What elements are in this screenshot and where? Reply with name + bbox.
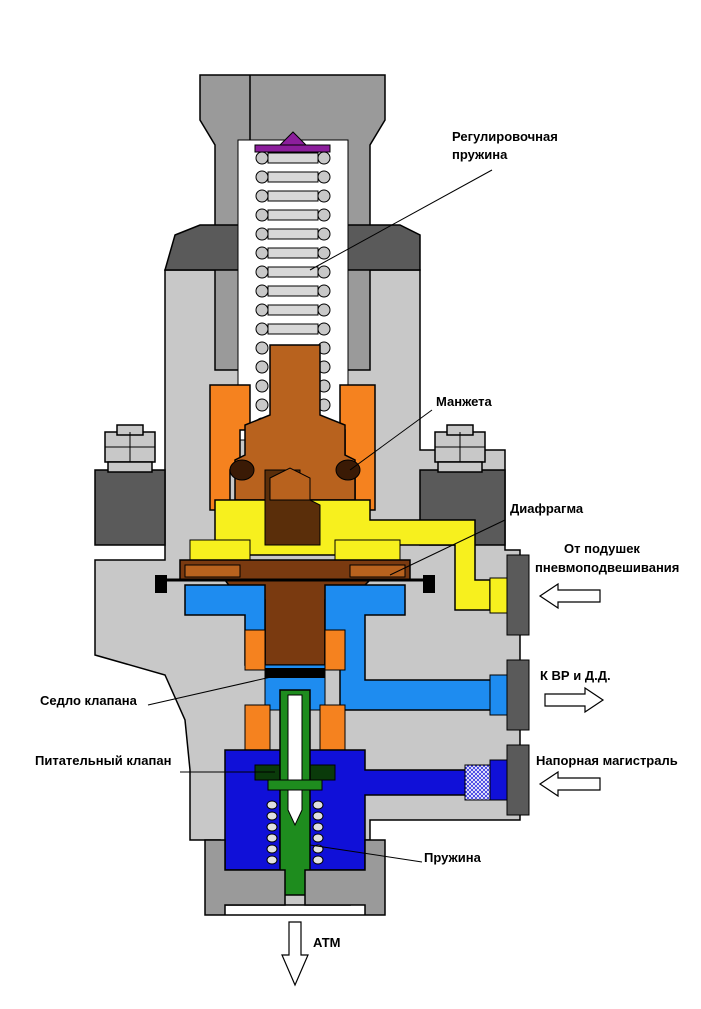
label-pressure-line: Напорная магистраль [536, 753, 678, 768]
lower-coil [312, 822, 324, 832]
yellow-right [334, 539, 401, 561]
coil-bar [267, 171, 319, 183]
lower-spring [266, 800, 324, 865]
coil-bar [267, 304, 319, 316]
spring-seat-top [254, 131, 331, 153]
coil-bar [267, 247, 319, 259]
lower-coil [266, 844, 278, 854]
port-pressure-line [464, 744, 530, 816]
coil-bar [267, 190, 319, 202]
label-supply-valve: Питательный клапан [35, 753, 171, 768]
coil-left [255, 303, 269, 317]
stem-collar [267, 779, 323, 791]
arrow-to-vr [544, 686, 605, 714]
left-bolt [104, 424, 156, 473]
coil-right [317, 208, 331, 222]
diaphragm-left-ring [184, 564, 241, 578]
right-bolt [434, 424, 486, 473]
orange-side-right [324, 629, 346, 671]
coil-right [317, 303, 331, 317]
label-diaphragm: Диафрагма [510, 501, 584, 516]
coil-right [317, 265, 331, 279]
label-from-cushions-1: От подушек [564, 541, 640, 556]
label-adjusting-spring-2: пружина [452, 147, 508, 162]
label-cuff: Манжета [436, 394, 493, 409]
lower-coil [266, 855, 278, 865]
left-mount-block [94, 469, 166, 546]
coil-bar [267, 285, 319, 297]
label-atm: АТМ [313, 935, 341, 950]
coil-right [317, 189, 331, 203]
coil-left [255, 284, 269, 298]
port-from-cushions [489, 554, 530, 636]
lower-coil [266, 800, 278, 810]
label-adjusting-spring-1: Регулировочная [452, 129, 558, 144]
stem-channel [287, 694, 303, 827]
coil-left [255, 227, 269, 241]
arrow-atm [281, 921, 309, 987]
coil-right [317, 151, 331, 165]
label-spring: Пружина [424, 850, 482, 865]
lower-coil [312, 833, 324, 843]
supply-valve-right [309, 764, 336, 781]
arrow-pressure-line [538, 770, 601, 798]
coil-bar [267, 228, 319, 240]
orange-guide-left [244, 704, 271, 756]
lower-coil [266, 822, 278, 832]
coil-left [255, 151, 269, 165]
coil-left [255, 189, 269, 203]
coil-left [255, 246, 269, 260]
lower-coil [312, 811, 324, 821]
coil-bar [267, 266, 319, 278]
piston-cap [269, 467, 311, 501]
coil-bar [267, 323, 319, 335]
coil-left [255, 265, 269, 279]
label-to-vr: К ВР и Д.Д. [540, 668, 611, 683]
coil-left [255, 379, 269, 393]
lower-coil [312, 800, 324, 810]
cuff-left [229, 459, 255, 481]
coil-bar [267, 152, 319, 164]
label-from-cushions-2: пневмоподвешивания [535, 560, 679, 575]
coil-left [255, 360, 269, 374]
coil-left [255, 322, 269, 336]
valve-seat [265, 668, 325, 678]
coil-right [317, 170, 331, 184]
coil-right [317, 227, 331, 241]
diaphragm-right-ring [349, 564, 406, 578]
label-valve-seat: Седло клапана [40, 693, 138, 708]
port-to-vr [489, 659, 530, 731]
coil-right [317, 284, 331, 298]
coil-right [317, 246, 331, 260]
lower-coil [312, 855, 324, 865]
bottom-cap [204, 839, 386, 916]
orange-guide-right [319, 704, 346, 756]
coil-left [255, 398, 269, 412]
coil-left [255, 341, 269, 355]
coil-bar [267, 209, 319, 221]
cuff-right [335, 459, 361, 481]
lower-coil [266, 833, 278, 843]
coil-left [255, 170, 269, 184]
arrow-from-cushions [538, 582, 601, 610]
clamp-right [423, 575, 435, 593]
leader-lines [147, 169, 506, 863]
clamp-left [155, 575, 167, 593]
coil-left [255, 208, 269, 222]
orange-side-left [244, 629, 266, 671]
yellow-left [189, 539, 251, 561]
coil-right [317, 322, 331, 336]
lower-coil [266, 811, 278, 821]
